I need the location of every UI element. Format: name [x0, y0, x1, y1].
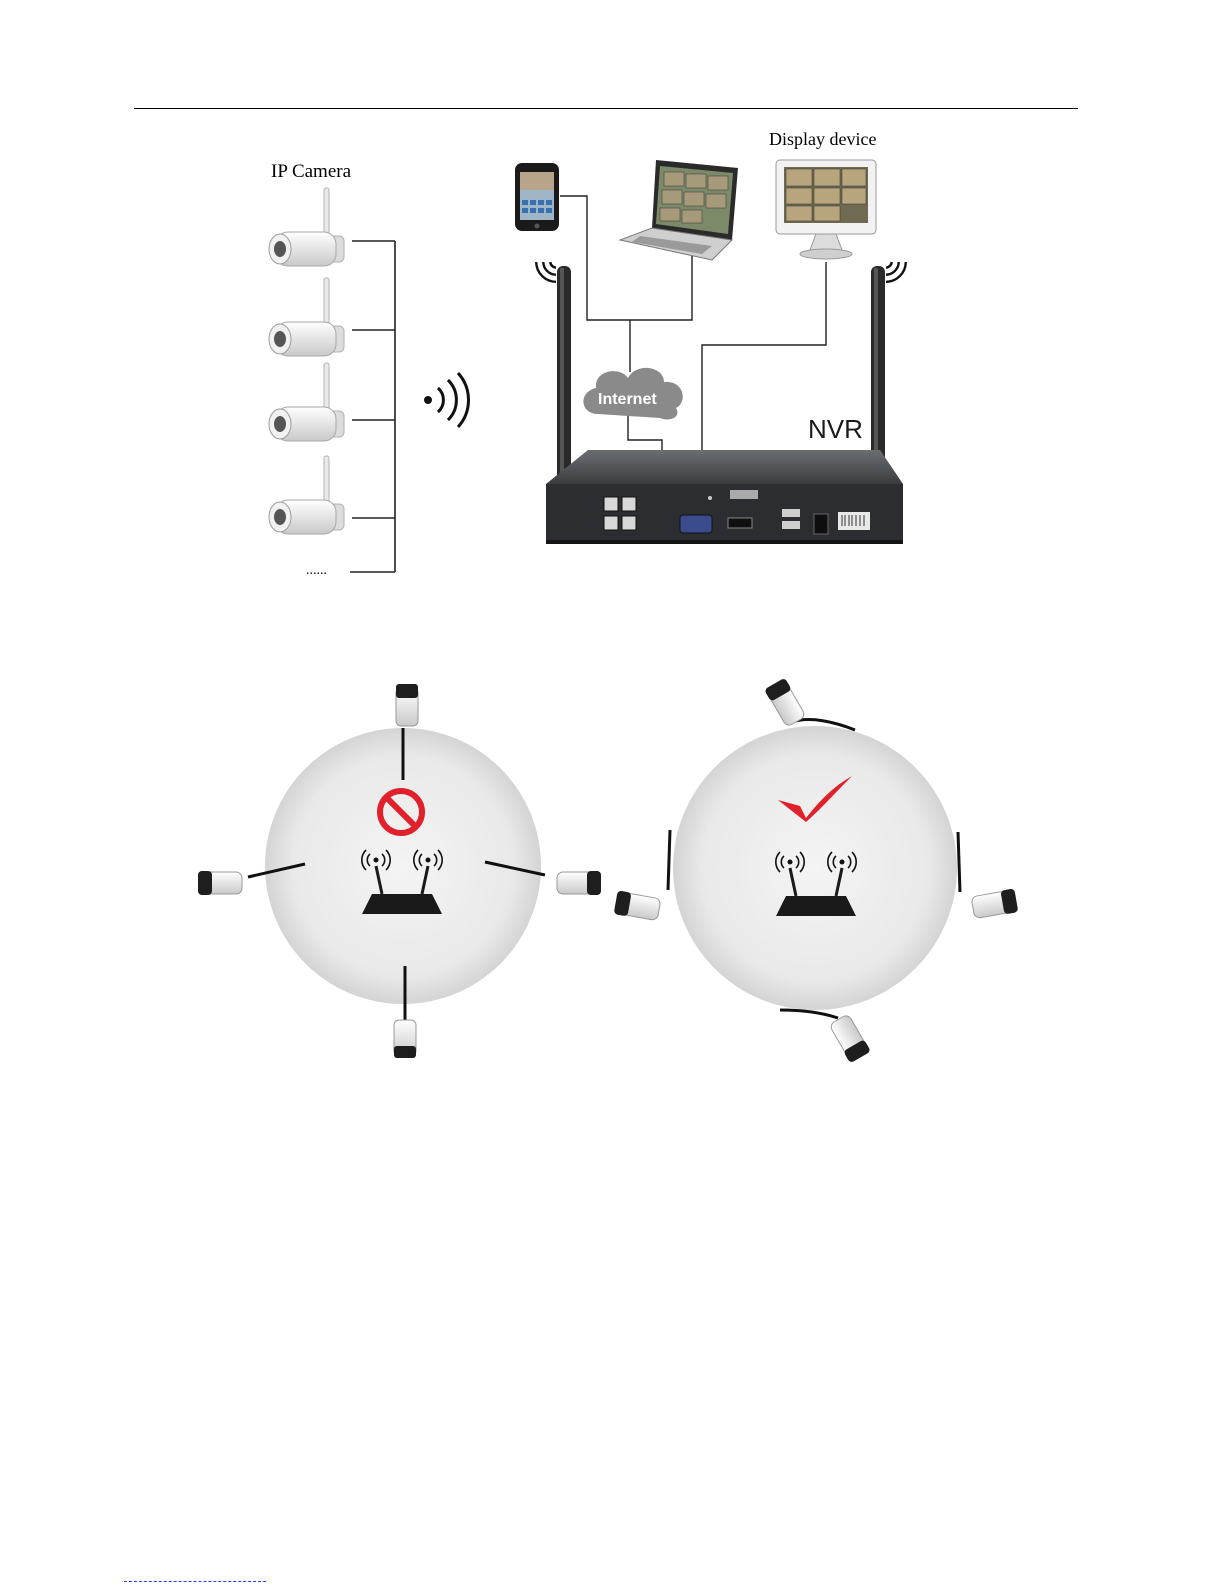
wireless-signal-icon	[424, 373, 468, 427]
camera-icon	[614, 830, 670, 922]
camera-icon	[269, 188, 344, 266]
nvr-label: NVR	[808, 414, 863, 444]
camera-icon	[269, 278, 344, 356]
nvr-recorder	[546, 450, 903, 544]
smartphone-icon	[515, 163, 559, 231]
camera-bus	[350, 241, 395, 572]
camera-icon	[269, 456, 344, 534]
camera-icon	[780, 1010, 871, 1063]
coverage-circle	[673, 726, 957, 1010]
laptop-icon	[620, 160, 738, 260]
internet-cloud-icon: Internet	[583, 368, 682, 420]
internet-label: Internet	[598, 391, 657, 408]
ip-camera-label: IP Camera	[271, 161, 352, 182]
correct-placement-diagram	[614, 678, 1019, 1064]
monitor-icon	[776, 160, 876, 259]
more-cameras-ellipsis: ......	[306, 563, 327, 578]
camera-icon	[764, 678, 855, 730]
camera-icon	[958, 832, 1018, 920]
footer-link-underline	[124, 1581, 266, 1583]
incorrect-placement-diagram	[198, 684, 601, 1058]
display-device-label: Display device	[769, 129, 876, 149]
camera-icon	[269, 363, 344, 441]
